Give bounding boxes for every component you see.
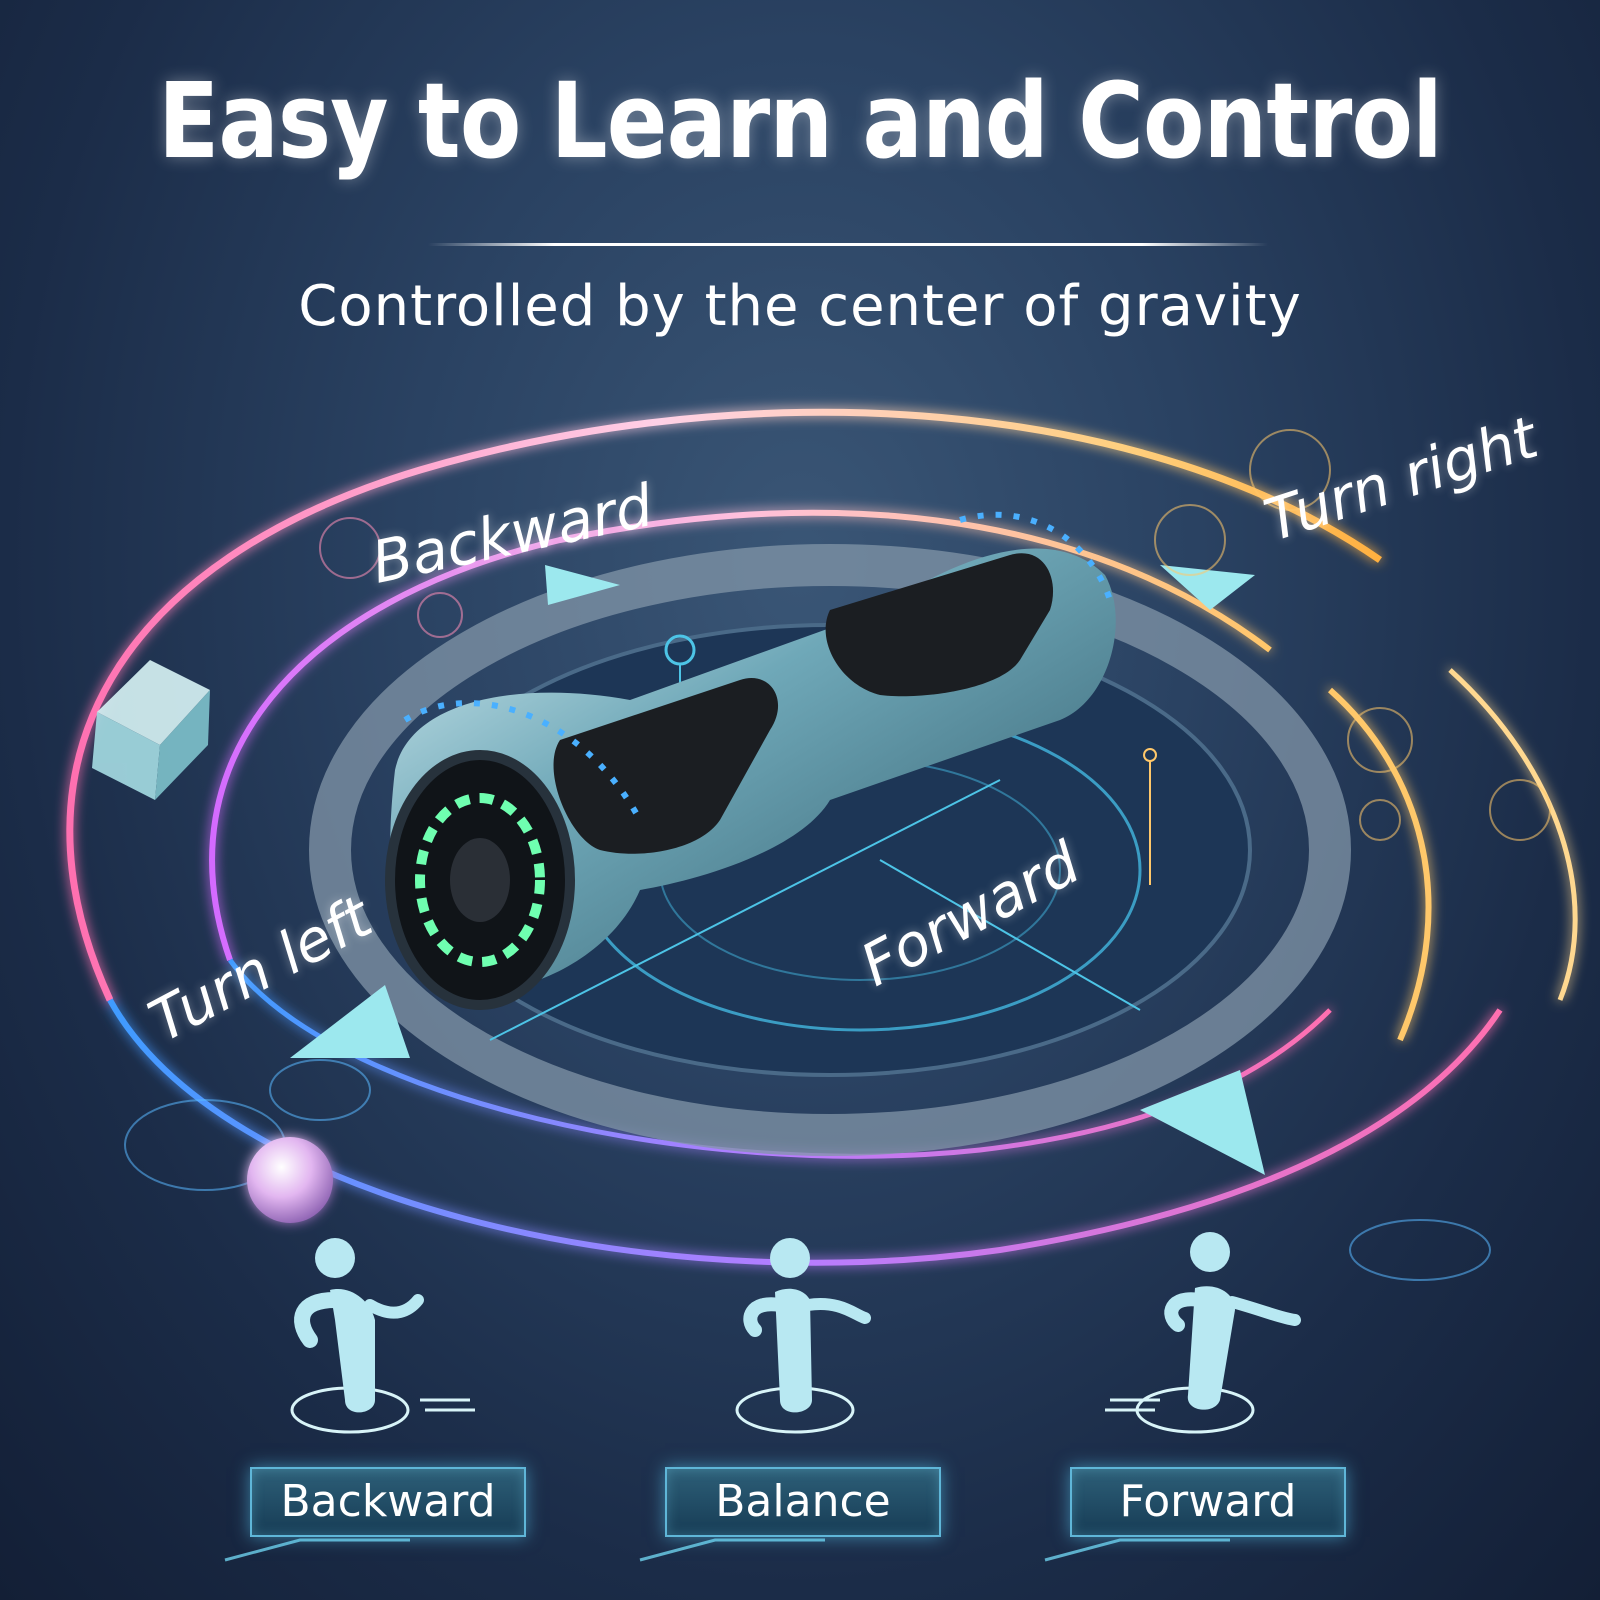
arrow-forward-icon: [1140, 1070, 1265, 1175]
footpad-left: [553, 678, 779, 854]
right-arc-2: [1448, 668, 1578, 1001]
rider-balance-icon: [735, 1238, 871, 1434]
footpad-right: [825, 553, 1054, 697]
arrow-turn-right-icon: [1160, 565, 1255, 610]
cube-icon: [92, 660, 210, 800]
direction-arrows: [290, 565, 1265, 1175]
rider-lean-back-icon: [290, 1238, 475, 1434]
pose-label-forward: Forward: [1070, 1467, 1346, 1537]
hoverboard: [385, 511, 1116, 1010]
decor-circles: [124, 429, 1551, 1281]
pose-label-balance: Balance: [665, 1467, 941, 1537]
outer-ring-top: [66, 408, 1382, 1002]
hud-lines: [224, 1538, 1230, 1562]
orb-icon: [247, 1137, 333, 1223]
inner-ring-top: [209, 509, 1272, 961]
arrow-turn-left-icon: [290, 985, 410, 1058]
right-arc-1: [1328, 687, 1432, 1042]
title-divider: [428, 243, 1268, 246]
pose-label-backward: Backward: [250, 1467, 526, 1537]
rider-figures: [290, 1232, 1301, 1434]
arrow-backward-icon: [545, 565, 620, 605]
page-subtitle: Controlled by the center of gravity: [298, 274, 1302, 339]
rider-lean-forward-icon: [1105, 1232, 1301, 1434]
page-title: Easy to Learn and Control: [158, 60, 1443, 182]
